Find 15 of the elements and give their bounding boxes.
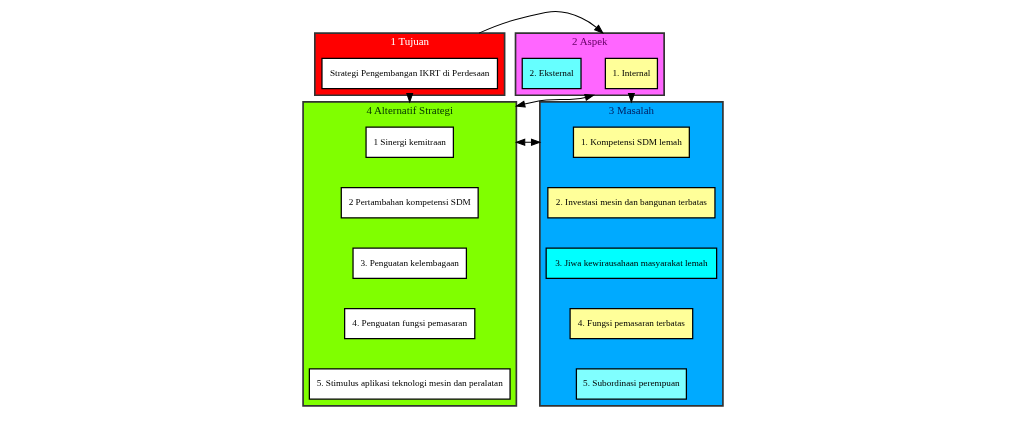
node-box: 1 Sinergi kemitraan — [364, 126, 454, 158]
node-box: 2. Investasi mesin dan bangunan terbatas — [546, 186, 716, 219]
node-box: 2 Pertambahan kompetensi SDM — [340, 186, 479, 219]
node-box: 5. Subordinasi perempuan — [575, 368, 687, 400]
node-box: 5. Stimulus aplikasi teknologi mesin dan peralatan — [308, 368, 511, 400]
node-box: 3. Penguatan kelembagaan — [351, 247, 467, 279]
arrow — [514, 94, 595, 108]
node-box: Strategi Pengembangan IKRT di Perdesaan — [320, 57, 498, 90]
arrow — [477, 11, 604, 35]
node-box: 1. Internal — [604, 57, 658, 90]
node-box: 3. Jiwa kewirausahaan masyarakat lemah — [545, 247, 717, 279]
node-box: 4. Fungsi pemasaran terbatas — [568, 307, 693, 340]
node-box: 1. Kompetensi SDM lemah — [572, 126, 690, 158]
node-box: 2. Eksternal — [521, 57, 582, 90]
node-box: 4. Penguatan fungsi pemasaran — [343, 307, 475, 340]
